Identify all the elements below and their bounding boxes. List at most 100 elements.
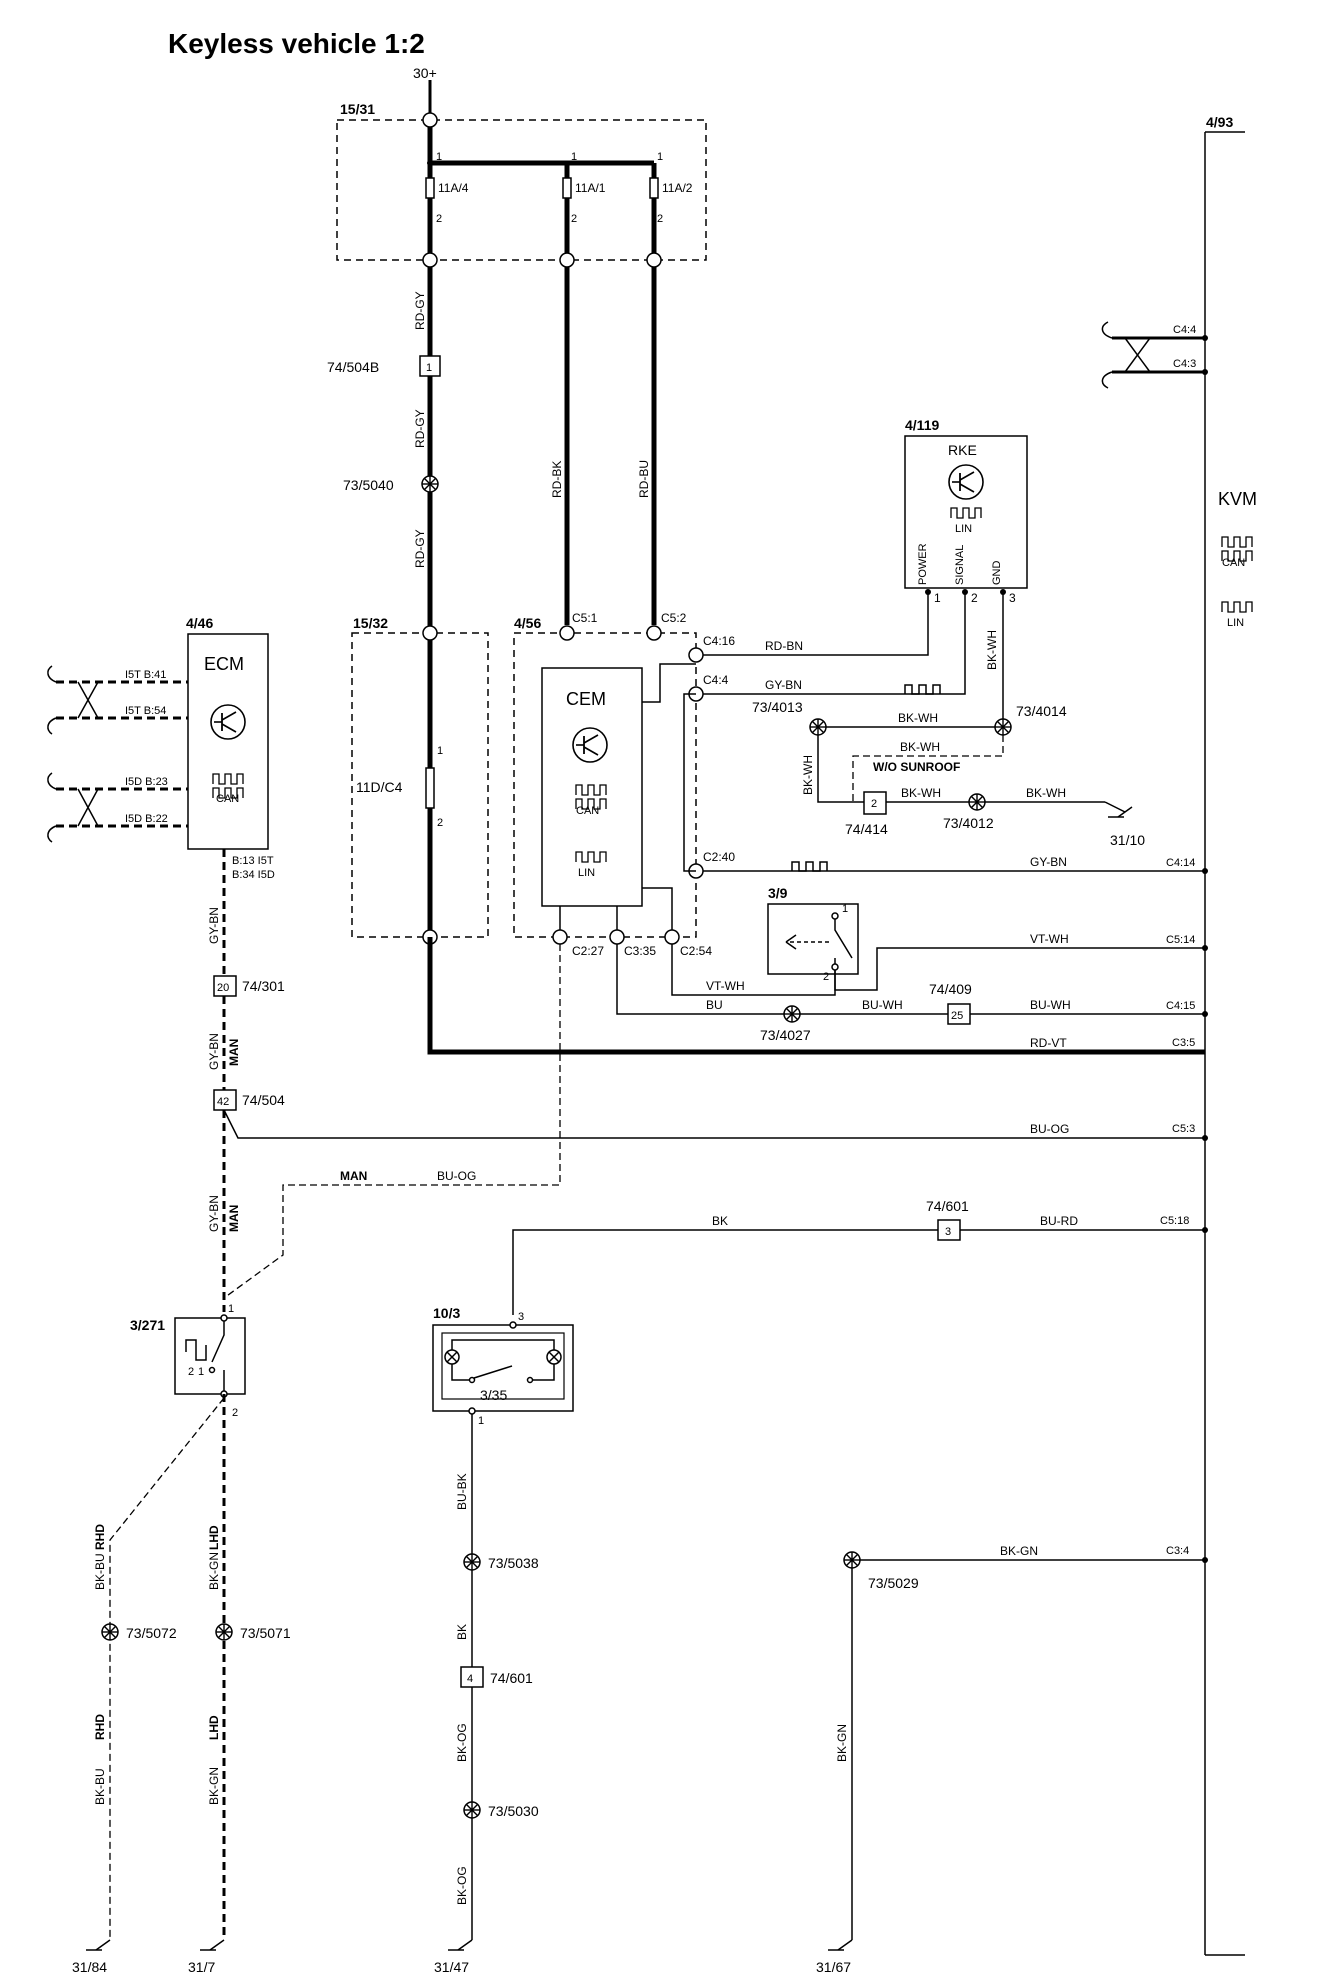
ground-label: 31/84 (72, 1959, 107, 1975)
wire-label: BU-OG (437, 1169, 476, 1183)
wire-label: BK-WH (901, 786, 941, 800)
connector-pin: 20 (217, 982, 229, 994)
ground-icon (447, 1939, 473, 1951)
fuse-11a1-label: 11A/1 (575, 181, 606, 195)
fuse-box-15-31 (336, 119, 707, 261)
connector-label: 74/301 (242, 978, 285, 994)
connector-label: 74/504B (327, 359, 379, 375)
ecu-icon (572, 727, 608, 763)
connector-label: 74/504 (242, 1092, 285, 1108)
fuse-11a1 (562, 177, 572, 199)
splice-label: 73/5029 (868, 1575, 919, 1591)
splice-label: 73/5071 (240, 1625, 291, 1641)
lin-label: LIN (1227, 617, 1244, 629)
ground-icon (85, 1939, 111, 1951)
rke-module (904, 435, 1028, 589)
wire-label: BK-GN (1000, 1544, 1038, 1558)
switch-3-271-label: 3/271 (130, 1317, 165, 1333)
pin-label: I5T B:54 (125, 705, 166, 717)
splice-73-4013 (809, 718, 827, 736)
wire-label: BK-WH (1026, 786, 1066, 800)
wire-label: RD-BU (637, 460, 651, 498)
pin-label: SIGNAL (954, 545, 966, 585)
pin-label: C4:3 (1173, 358, 1196, 370)
wire-label: BK (712, 1214, 728, 1228)
pin-label: 2 (823, 971, 829, 983)
ground-icon (199, 1939, 225, 1951)
variant-label: RHD (93, 1714, 107, 1740)
fuse-11d-c4 (425, 767, 435, 809)
pin-label: C4:14 (1166, 857, 1195, 869)
pin-label: 3 (1009, 591, 1016, 605)
pin-label: 2 (188, 1366, 194, 1378)
variant-label: RHD (93, 1524, 107, 1550)
pin-label: C5:3 (1172, 1123, 1195, 1135)
splice-73-5030 (463, 1801, 481, 1819)
connector-pin: 25 (951, 1010, 963, 1022)
wire-label: RD-BN (765, 639, 803, 653)
splice-label: 73/5072 (126, 1625, 177, 1641)
connector-pin: 3 (945, 1226, 951, 1238)
wire-label: BU (706, 998, 723, 1012)
pin-label: GND (991, 561, 1003, 586)
rke-label: RKE (948, 442, 977, 458)
wire-label: GY-BN (765, 678, 802, 692)
lamp-3-35-label: 3/35 (480, 1387, 507, 1403)
pin-label: I5T B:41 (125, 669, 166, 681)
switch-3-9 (767, 903, 859, 975)
wire-rd-bn (703, 592, 929, 656)
pin-label: 1 (437, 745, 443, 757)
splice-73-4014 (994, 718, 1012, 736)
cem-ref: 4/56 (514, 615, 541, 631)
pin-label: C4:15 (1166, 1000, 1195, 1012)
variant-label: MAN (227, 1039, 241, 1066)
pin-label: 1 (478, 1415, 484, 1427)
connector-label: 74/409 (929, 981, 972, 997)
pin-label: 1 (228, 1303, 234, 1315)
pin-label: 2 (436, 213, 442, 225)
wire-label: BU-OG (1030, 1122, 1069, 1136)
wire-gy-bn (703, 592, 966, 695)
fuse-11a2 (649, 177, 659, 199)
fuse-11d-c4-label: 11D/C4 (356, 779, 403, 795)
variant-label: LHD (207, 1525, 221, 1550)
wire-label: GY-BN (207, 1033, 221, 1070)
connector-74-601-b (460, 1666, 484, 1688)
pin-label: 1 (842, 903, 848, 915)
fuse-box-15-32-label: 15/32 (353, 615, 388, 631)
wire-label: BK-BU (93, 1768, 107, 1805)
pin-label: B:13 I5T (232, 855, 274, 867)
can-label: CAN (1222, 557, 1245, 569)
connector-74-414 (863, 791, 887, 815)
pin-label: C4:4 (703, 673, 729, 687)
pin-label: 2 (571, 213, 577, 225)
splice-label: 73/4013 (752, 699, 803, 715)
pin-label: C3:35 (624, 944, 656, 958)
cem-module (541, 667, 643, 907)
pin-label: 2 (971, 591, 978, 605)
diagram-title: Keyless vehicle 1:2 (168, 28, 425, 59)
wire-label: BU-RD (1040, 1214, 1078, 1228)
wire-label: GY-BN (1030, 855, 1067, 869)
wire-bu (616, 944, 948, 1015)
fuse-box-15-32 (351, 632, 489, 938)
ground-label: 31/47 (434, 1959, 469, 1975)
wire-label: BK-WH (900, 740, 940, 754)
pin-label: 1 (198, 1366, 204, 1378)
rke-ref: 4/119 (905, 417, 939, 433)
variant-label: MAN (227, 1205, 241, 1232)
pin-label: C5:2 (661, 611, 687, 625)
wire-label: RD-GY (413, 409, 427, 448)
can-label: CAN (576, 805, 599, 817)
connector-pin: 2 (871, 798, 877, 810)
pin-label: C5:14 (1166, 934, 1195, 946)
splice-label: 73/4012 (943, 815, 994, 831)
connector-pin: 1 (426, 362, 432, 374)
wire-label: RD-GY (413, 291, 427, 330)
splice-73-5040 (421, 475, 439, 493)
wire-label: VT-WH (706, 979, 745, 993)
wire-rd-vt (427, 937, 1205, 1055)
fuse-box-15-31-label: 15/31 (340, 101, 375, 117)
wire-label: BU-WH (1030, 998, 1071, 1012)
